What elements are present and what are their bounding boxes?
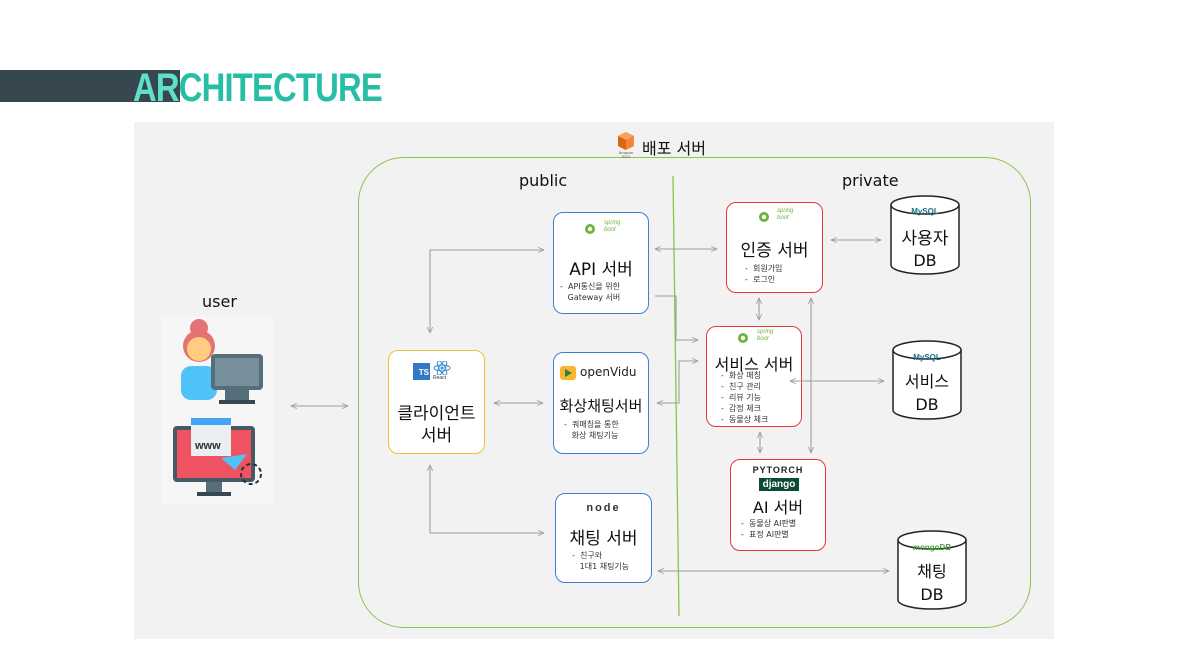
client-api-arrow [430,250,544,333]
database-cylinder-icon [892,340,962,420]
auth-server-name: 인증 서버 [740,241,809,261]
spring-boot-icon [738,333,748,343]
private-zone-label: private [842,171,899,190]
spring-boot-icon [585,224,595,234]
video-chat-server-description: - 쿼매칭을 통한 화상 채팅기능 [564,420,619,440]
openvidu-logo-text: openVidu [580,365,637,379]
ai-server-name: AI 서버 [752,498,804,517]
service-db-line1: 서비스 [904,372,950,391]
api-server-description: - API통신을 위한 Gateway 서버 [560,282,621,302]
spring-boot-icon [758,212,769,222]
user-db-line2: DB [913,251,937,270]
mysql-logo: MySQL [913,353,941,362]
user-db-line1: 사용자 [901,229,949,249]
deploy-server-label: 배포 서버 [642,139,706,158]
video-service-arrow [657,361,698,403]
pytorch-logo: PYTORCH [752,465,804,475]
chat-db-line1: 채팅 [917,562,947,581]
django-logo: django [759,478,799,491]
chat-server-name: 채팅 서버 [569,529,638,549]
react-icon [433,361,451,375]
auth-server-description: - 회원가입 - 로그인 [745,264,783,284]
ai-server-description: - 동물상 AI판별 - 표정 AI판별 [741,519,797,539]
user-db: MySQL 사용자 DB [889,195,961,277]
api-server-name: API 서버 [569,260,633,280]
chat-db: mongoDB 채팅 DB [896,530,968,612]
service-db-line2: DB [915,395,939,414]
ai-server-box: PYTORCH django AI 서버 - 동물상 AI판별 - 표정 AI판… [730,459,826,551]
client-server-name-line2: 서버 [420,426,453,446]
video-chat-server-name: 화상채팅서버 [559,397,643,415]
typescript-logo: TS [413,363,430,380]
www-text: www [195,440,221,452]
nodejs-logo: node [586,502,621,514]
client-chat-arrow [430,465,544,533]
mysql-logo: MySQL [911,207,939,216]
database-cylinder-icon [890,195,960,275]
chat-server-description: - 친구와 1대1 채팅기능 [572,551,630,571]
person-at-computer-icon [181,319,263,404]
video-chat-server-box: openVidu 화상채팅서버 - 쿼매칭을 통한 화상 채팅기능 [553,352,649,454]
public-zone-label: public [519,171,568,190]
database-cylinder-icon [897,530,967,610]
react-logo-text: React [433,375,447,381]
client-server-name-line1: 클라이언트 [397,404,476,424]
web-browser-icon [173,418,262,496]
client-server-box: TS React 클라이언트 서버 [388,350,485,454]
chat-server-box: node 채팅 서버 - 친구와 1대1 채팅기능 [555,493,652,583]
deploy-server-boundary [358,157,1031,628]
service-server-description: - 화상 매칭 - 친구 관리 - 리뷰 기능 - 감정 체크 - 동물상 체크 [721,371,769,424]
mongodb-logo: mongoDB [912,543,952,552]
page-title: ARCHITECTURE [133,66,383,110]
header-bar [0,70,180,102]
service-server-name: 서비스 서버 [714,355,794,374]
service-db: MySQL 서비스 DB [891,340,963,422]
openvidu-icon [560,366,576,380]
api-service-arrow [655,295,698,340]
chat-db-line2: DB [920,585,944,604]
user-label: user [202,292,237,311]
user-illustration: www [161,316,273,504]
